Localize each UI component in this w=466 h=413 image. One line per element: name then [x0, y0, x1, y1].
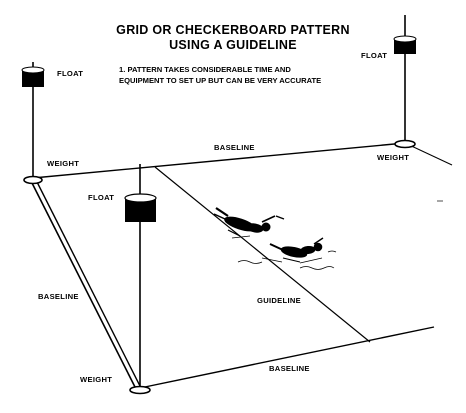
- guideline-label: GUIDELINE: [257, 296, 301, 305]
- note-line2: EQUIPMENT TO SET UP BUT CAN BE VERY ACCU…: [119, 76, 321, 85]
- weight-right-icon: [394, 139, 416, 149]
- weight-bottom-icon: [129, 385, 151, 395]
- float-left-assembly: [21, 62, 45, 185]
- diagram-title-line2: USING A GUIDELINE: [169, 38, 297, 52]
- baseline-left-line-inner: [35, 179, 142, 389]
- baseline-top-line: [32, 142, 406, 179]
- weight-left-icon: [23, 175, 43, 185]
- weight-bottom-label: WEIGHT: [80, 375, 112, 384]
- baseline-left-line: [30, 180, 137, 390]
- float-right-assembly: [393, 15, 417, 149]
- float-center-label: FLOAT: [88, 193, 114, 202]
- float-center-assembly: [124, 164, 157, 395]
- guideline-line: [154, 166, 371, 343]
- float-left-label: FLOAT: [57, 69, 83, 78]
- note-line1: 1. PATTERN TAKES CONSIDERABLE TIME AND: [119, 65, 291, 74]
- baseline-bottom-line: [139, 326, 435, 389]
- grid-lines: [30, 142, 453, 390]
- float-left-top: [21, 66, 45, 74]
- baseline-top-label: BASELINE: [214, 143, 255, 152]
- float-center-top: [124, 193, 157, 203]
- weight-right-label: WEIGHT: [377, 153, 409, 162]
- float-left-icon: [22, 70, 44, 87]
- diver-lower-icon: [261, 237, 324, 264]
- float-right-top: [393, 35, 417, 43]
- weight-left-label: WEIGHT: [47, 159, 79, 168]
- diver-upper-icon: [213, 207, 285, 239]
- float-right-label: FLOAT: [361, 51, 387, 60]
- diagram-title-line1: GRID OR CHECKERBOARD PATTERN: [116, 23, 350, 37]
- baseline-bottom-label: BASELINE: [269, 364, 310, 373]
- baseline-left-label: BASELINE: [38, 292, 79, 301]
- float-right-icon: [394, 39, 416, 54]
- seafloor-marks: [237, 200, 443, 270]
